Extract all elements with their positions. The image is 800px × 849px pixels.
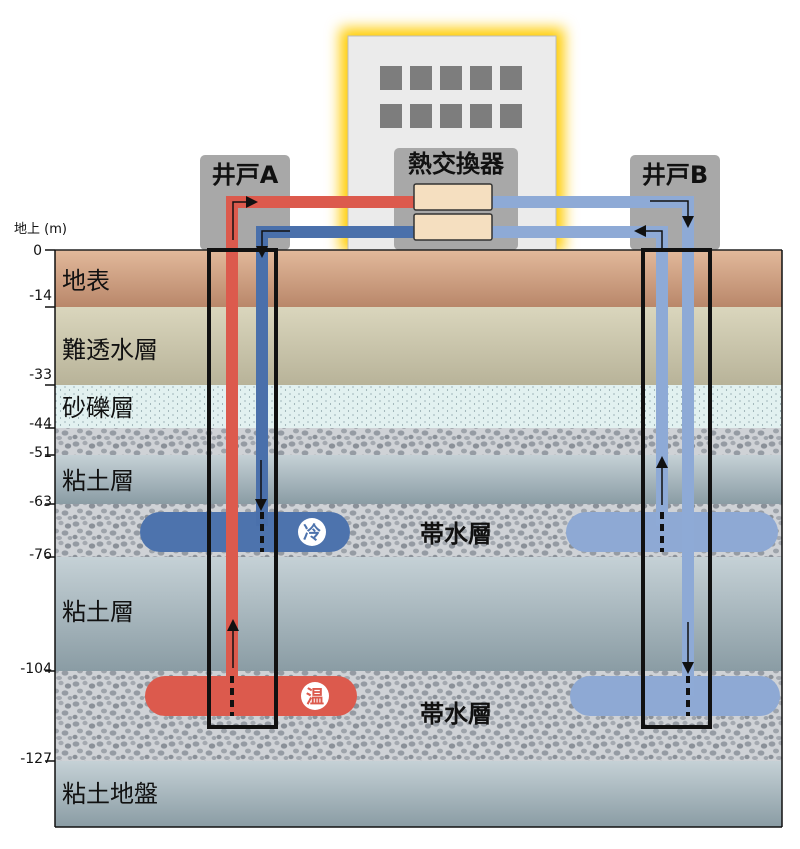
heat-exchanger-label: 熱交換器	[408, 150, 505, 178]
tick-label: -104	[20, 661, 52, 677]
pipe-cold-bottom	[256, 226, 420, 238]
exchanger-plate-bottom	[413, 213, 493, 241]
layer-label-clay-1: 粘土層	[62, 467, 134, 495]
exchanger-plate-top	[413, 183, 493, 211]
depth-axis: 地上 (m) 0 -14 -33 -44 -51 -63 -76 -104 -1…	[14, 222, 783, 828]
layer-label-aquifer-1: 帯水層	[420, 520, 492, 548]
tick-label: -63	[29, 494, 52, 510]
well-b-casing	[641, 248, 712, 729]
building-windows	[380, 66, 522, 128]
warm-badge: 温	[306, 687, 324, 708]
layer-clay-2	[55, 557, 782, 671]
layer-label-aquifer-2: 帯水層	[420, 700, 492, 728]
arrow-b-up	[634, 225, 663, 252]
pipe-b-outer-vertical	[682, 196, 694, 696]
arrow-b-down	[650, 200, 694, 228]
pipe-b-top	[490, 196, 682, 208]
layer-gravel-sand	[55, 385, 782, 428]
well-b-label: 井戸B	[642, 161, 708, 189]
building	[340, 28, 564, 253]
well-a-casing	[207, 248, 278, 729]
layer-label-aquitard: 難透水層	[62, 336, 158, 364]
layer-aquitard	[55, 307, 782, 385]
tick-label: -76	[29, 547, 52, 563]
cold-badge: 冷	[303, 522, 321, 544]
pipes	[226, 196, 694, 708]
axis-unit-label: 地上 (m)	[14, 222, 67, 237]
layer-clay-1	[55, 455, 782, 504]
layer-label-gravel-sand: 砂礫層	[62, 394, 134, 422]
cold-badge-circle	[298, 518, 326, 546]
tick-label: -14	[29, 288, 52, 304]
arrow-a-cold-down	[256, 230, 290, 258]
arrow-a-warm-up	[232, 196, 258, 240]
warm-badge-circle	[301, 682, 329, 710]
pipe-warm-a-vertical	[226, 196, 238, 708]
tick-label: -33	[29, 367, 52, 383]
layer-label-clay-2: 粘土層	[62, 598, 134, 626]
warm-zone-b	[570, 676, 780, 716]
tick-label: -51	[29, 445, 52, 461]
layer-labels: 地表 難透水層 砂礫層 粘土層 帯水層 粘土層 帯水層 粘土地盤	[62, 267, 492, 808]
warm-zone-a	[145, 676, 357, 716]
layer-bedrock-clay	[55, 761, 782, 827]
layer-label-bedrock: 粘土地盤	[62, 780, 158, 808]
flow-arrows	[227, 196, 694, 674]
pipe-warm-top	[226, 196, 420, 208]
layer-surface	[55, 250, 782, 307]
well-a-label: 井戸A	[212, 161, 279, 189]
cold-zone-b	[566, 512, 778, 552]
pipe-b-bottom	[490, 226, 660, 238]
pipe-cold-a-vertical	[256, 226, 268, 526]
layer-gravel-thin	[55, 428, 782, 455]
tick-label: -44	[29, 416, 52, 432]
pipe-b-inner-vertical	[656, 226, 668, 526]
layer-label-surface: 地表	[62, 267, 110, 295]
tick-label: -127	[20, 751, 52, 767]
cold-zone-a	[140, 512, 350, 552]
tick-label: 0	[33, 243, 42, 259]
